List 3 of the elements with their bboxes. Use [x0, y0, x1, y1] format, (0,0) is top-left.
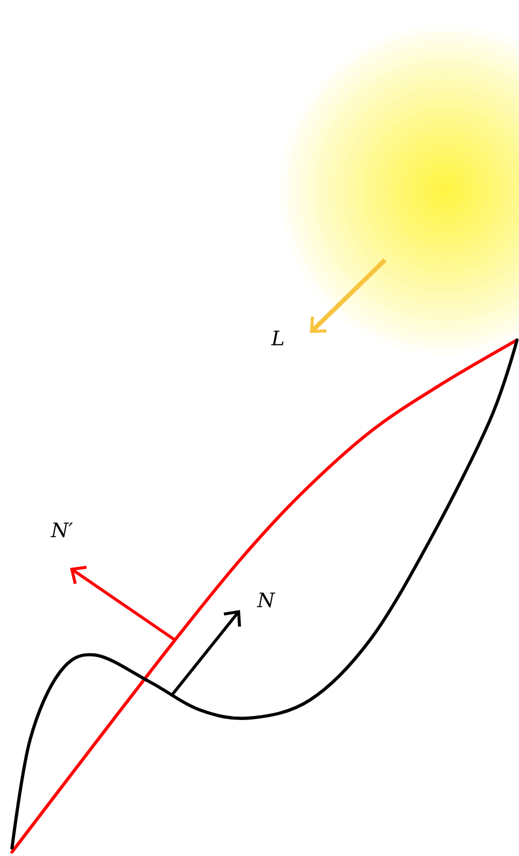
- vector-label: N: [256, 592, 276, 608]
- vector-label: N′: [50, 522, 73, 538]
- vector-label: L: [271, 330, 284, 346]
